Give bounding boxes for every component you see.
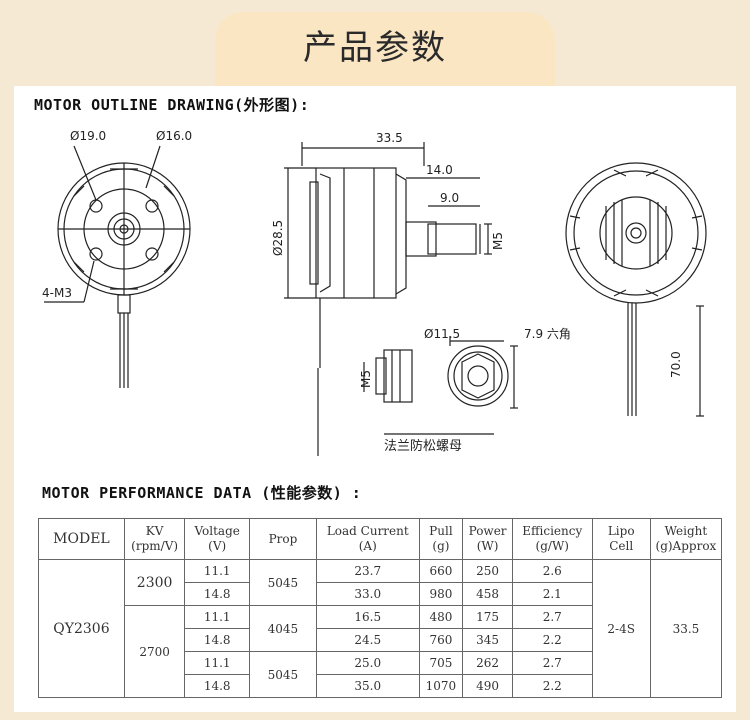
col-load-current: Load Current(A) [315, 518, 420, 560]
col-voltage: Voltage(V) [184, 518, 251, 560]
cell-efficiency: 2.1 [512, 582, 593, 606]
flange-nut-drawing [363, 336, 518, 435]
cell-pull: 760 [418, 628, 464, 652]
dim-length: 33.5 [376, 131, 403, 145]
dim-m3: 4-M3 [42, 286, 72, 300]
motor-bottom-view [44, 145, 191, 388]
dim-shaft-m5: M5 [491, 232, 505, 250]
cell-pull: 480 [418, 605, 464, 629]
cell-power: 458 [462, 582, 513, 606]
cell-current: 25.0 [315, 651, 420, 675]
cell-efficiency: 2.2 [512, 628, 593, 652]
cell-pull: 980 [418, 582, 464, 606]
outline-title: MOTOR OUTLINE DRAWING(外形图): [34, 96, 310, 114]
dim-shaft-length: 14.0 [426, 163, 453, 177]
performance-table: MODEL KV(rpm/V) Voltage(V) Prop Load Cur… [38, 518, 723, 698]
cell-prop: 5045 [249, 559, 317, 606]
header-tab [215, 12, 555, 86]
page-title: 产品参数 [303, 28, 447, 68]
table-row: 14.8 35.0 1070 490 2.2 [39, 674, 722, 698]
cell-current: 35.0 [315, 674, 420, 698]
motor-side-view [284, 142, 492, 456]
outline-drawing: Ø19.0 Ø16.0 4-M3 33.5 14.0 9.0 Ø28.5 M5 … [42, 129, 707, 456]
cell-voltage: 11.1 [184, 651, 251, 675]
performance-title: MOTOR PERFORMANCE DATA (性能参数) : [42, 484, 362, 502]
col-pull: Pull(g) [418, 518, 464, 560]
cell-kv: 2700 [123, 605, 186, 698]
dim-d16: Ø16.0 [156, 129, 192, 143]
table-row: 14.8 24.5 760 345 2.2 [39, 628, 722, 652]
cell-efficiency: 2.7 [512, 605, 593, 629]
cell-current: 33.0 [315, 582, 420, 606]
cell-voltage: 14.8 [184, 674, 251, 698]
dim-nut-m5: M5 [359, 370, 373, 388]
cell-pull: 1070 [418, 674, 464, 698]
motor-top-view [565, 162, 707, 417]
dim-diameter: Ø28.5 [271, 220, 285, 256]
table-header-row: MODEL KV(rpm/V) Voltage(V) Prop Load Cur… [38, 518, 723, 560]
cell-prop: 4045 [249, 605, 317, 652]
cell-voltage: 14.8 [184, 582, 251, 606]
cell-kv: 2300 [123, 559, 186, 606]
cell-current: 16.5 [315, 605, 420, 629]
cell-power: 175 [462, 605, 513, 629]
cell-voltage: 11.1 [184, 559, 251, 583]
dim-nut-hex: 7.9 六角 [524, 327, 571, 341]
cell-power: 345 [462, 628, 513, 652]
cell-efficiency: 2.7 [512, 651, 593, 675]
cell-power: 262 [462, 651, 513, 675]
cell-power: 250 [462, 559, 513, 583]
col-model: MODEL [38, 518, 125, 560]
cell-pull: 705 [418, 651, 464, 675]
cell-voltage: 14.8 [184, 628, 251, 652]
cell-prop: 5045 [249, 651, 317, 698]
col-weight: Weight(g)Approx [649, 518, 723, 560]
cell-efficiency: 2.6 [512, 559, 593, 583]
cell-current: 23.7 [315, 559, 420, 583]
col-prop: Prop [249, 518, 317, 560]
dim-nut-diameter: Ø11.5 [424, 327, 460, 341]
header-banner: 产品参数 [0, 0, 750, 86]
cell-lipo: 2-4S [591, 559, 651, 698]
cell-voltage: 11.1 [184, 605, 251, 629]
dim-shaft-tip: 9.0 [440, 191, 459, 205]
cell-pull: 660 [418, 559, 464, 583]
table-row: 2700 11.1 4045 16.5 480 175 2.7 [39, 605, 722, 698]
table-row: QY2306 2300 11.1 5045 23.7 660 250 2.6 2… [38, 559, 723, 698]
col-efficiency: Efficiency(g/W) [512, 518, 593, 560]
dim-d19: Ø19.0 [70, 129, 106, 143]
dim-wire-length: 70.0 [669, 351, 683, 378]
spec-sheet: MOTOR OUTLINE DRAWING(外形图): [14, 86, 736, 712]
col-power: Power(W) [462, 518, 513, 560]
cell-current: 24.5 [315, 628, 420, 652]
cell-efficiency: 2.2 [512, 674, 593, 698]
cell-weight: 33.5 [649, 559, 723, 698]
cell-power: 490 [462, 674, 513, 698]
col-kv: KV(rpm/V) [123, 518, 186, 560]
cell-model: QY2306 [38, 559, 125, 698]
nut-label: 法兰防松螺母 [384, 438, 462, 454]
